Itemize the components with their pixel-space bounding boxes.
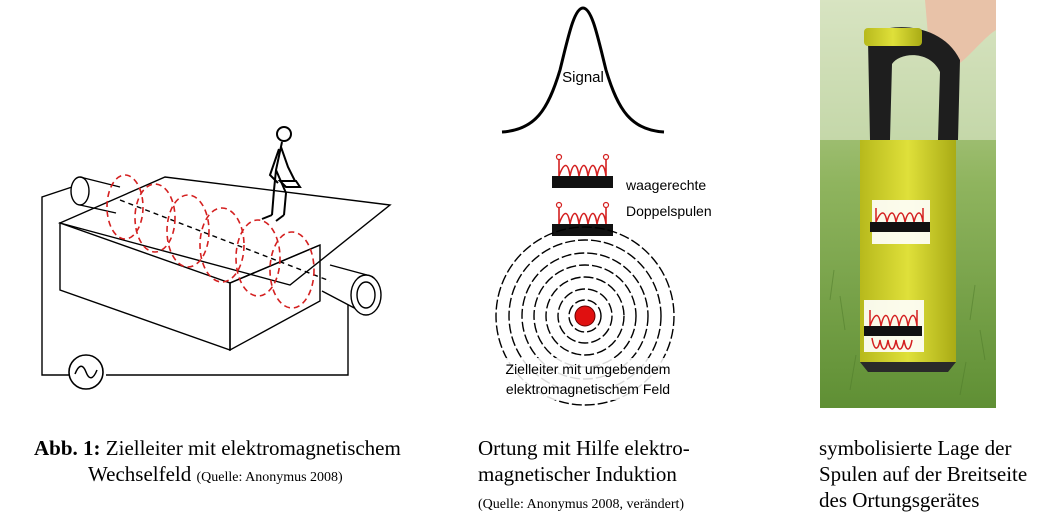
coil-label-line1: waagerechte xyxy=(625,177,706,193)
caption-left-source: (Quelle: Anonymus 2008) xyxy=(196,470,343,485)
caption-middle-line2: magnetischer Induktion xyxy=(478,462,677,486)
device-handle xyxy=(868,27,960,140)
target-conductor-dot xyxy=(574,305,596,327)
target-conductor xyxy=(70,176,382,316)
figure-number: Abb. 1: xyxy=(34,436,101,460)
circuit-wire xyxy=(41,186,349,376)
coil-label-line2: Doppelspulen xyxy=(626,203,712,219)
caption-right-line3: des Ortungsgerätes xyxy=(819,488,980,512)
caption-middle-source: (Quelle: Anonymus 2008, verändert) xyxy=(478,497,685,512)
upper-coil xyxy=(552,153,613,188)
ac-source-icon xyxy=(68,354,104,390)
signal-label: Signal xyxy=(562,69,604,86)
field-label-line2: elektromagnetischem Feld xyxy=(506,381,670,397)
device-top xyxy=(864,28,922,46)
cable-field-diagram xyxy=(41,126,392,390)
locator-photo xyxy=(820,0,996,408)
device-lower-coil xyxy=(864,300,924,352)
caption-right-line1: symbolisierte Lage der xyxy=(819,436,1012,460)
signal-curve xyxy=(501,6,665,134)
device-upper-coil xyxy=(870,200,930,244)
soil-block xyxy=(57,176,392,352)
caption-right-line2: Spulen auf der Breitseite xyxy=(819,462,1028,486)
field-label-line1: Zielleiter mit umgebendem xyxy=(506,361,671,377)
operator-icon xyxy=(261,126,302,222)
caption-left-line1: Zielleiter mit elektromagnetischem xyxy=(105,436,401,460)
induction-diagram: Signal waagerechte Doppelspulen Zielleit… xyxy=(490,6,712,406)
caption-left-line2: Wechselfeld xyxy=(88,462,192,486)
field-rings xyxy=(106,174,315,309)
caption-left-line2-wrap: Wechselfeld (Quelle: Anonymus 2008) xyxy=(88,462,343,490)
lower-coil xyxy=(552,201,613,236)
grass-texture xyxy=(829,269,986,396)
caption-left: Abb. 1: Zielleiter mit elektromagnetisch… xyxy=(34,436,401,461)
caption-middle-line1: Ortung mit Hilfe elektro- xyxy=(478,436,690,460)
